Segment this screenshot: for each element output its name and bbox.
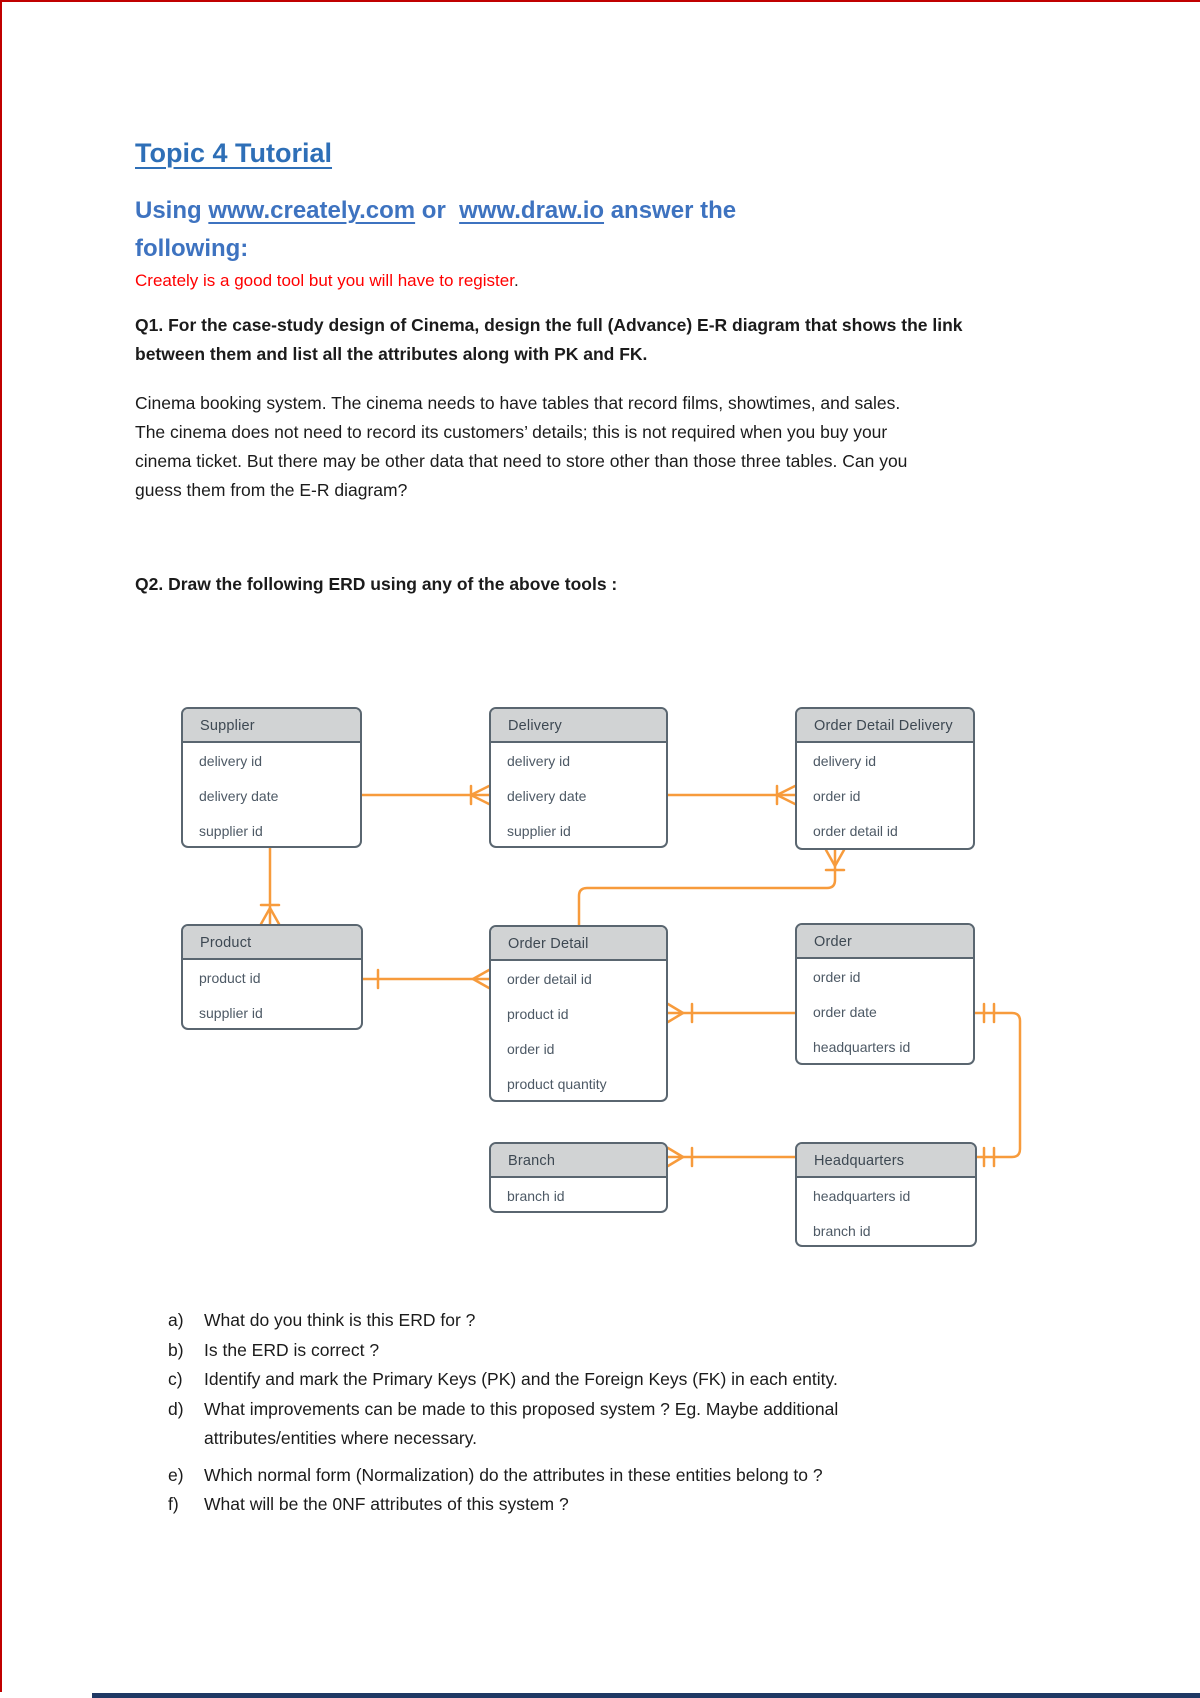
erd-entity-branch: Branch branch id (489, 1142, 668, 1213)
question-list: a) What do you think is this ERD for ? b… (168, 1306, 964, 1520)
page-top-edge-line (0, 0, 1200, 2)
entity-attribute: order id (813, 788, 861, 804)
entity-attribute: delivery id (813, 753, 877, 769)
question-text: What improvements can be made to this pr… (204, 1395, 964, 1454)
heading-text-line2: following: (135, 235, 249, 262)
instructions-heading: Using www.creately.com or www.draw.io an… (135, 192, 955, 268)
question-label: e) (168, 1464, 184, 1485)
drawio-link[interactable]: www.draw.io (459, 197, 605, 224)
question-text: Which normal form (Normalization) do the… (204, 1464, 823, 1485)
question-item-c: c) Identify and mark the Primary Keys (P… (168, 1365, 964, 1395)
entity-attribute: delivery id (199, 753, 263, 769)
page-left-edge-line (0, 0, 2, 1692)
entity-header: Order Detail Delivery (797, 709, 973, 743)
entity-attribute: branch id (813, 1223, 871, 1239)
heading-text: answer the (604, 197, 737, 224)
entity-header: Headquarters (797, 1144, 975, 1178)
entity-header: Branch (491, 1144, 666, 1178)
question-text: What will be the 0NF attributes of this … (204, 1494, 569, 1514)
entity-attribute: delivery date (199, 788, 279, 804)
question-d-line2: attributes/entities where necessary. (204, 1428, 478, 1448)
erd-entity-order-detail: Order Detail order detail id product id … (489, 925, 668, 1102)
entity-attribute: delivery date (507, 788, 587, 804)
question-1: Q1. For the case-study design of Cinema,… (135, 311, 1095, 369)
connector-product-orderdetail (361, 968, 491, 990)
connector-order-headquarters (973, 1002, 1022, 1168)
question-d-line1: What improvements can be made to this pr… (204, 1398, 839, 1419)
connector-supplier-product (259, 846, 281, 926)
entity-attribute: product id (507, 1006, 569, 1022)
question-item-a: a) What do you think is this ERD for ? (168, 1306, 964, 1336)
entity-attribute: product id (199, 970, 261, 986)
paragraph-line: The cinema does not need to record its c… (135, 422, 888, 442)
entity-header: Order (797, 925, 973, 959)
entity-attribute: order detail id (813, 823, 898, 839)
entity-attribute: supplier id (199, 823, 263, 839)
entity-attribute: supplier id (507, 823, 571, 839)
entity-attribute: order date (813, 1004, 877, 1020)
question-item-d: d) What improvements can be made to this… (168, 1395, 964, 1454)
question-text: What do you think is this ERD for ? (204, 1310, 476, 1330)
erd-entity-delivery: Delivery delivery id delivery date suppl… (489, 707, 668, 848)
question-item-e: e) Which normal form (Normalization) do … (168, 1461, 964, 1491)
entity-header: Delivery (491, 709, 666, 743)
erd-entity-order: Order order id order date headquarters i… (795, 923, 975, 1065)
entity-attribute: delivery id (507, 753, 571, 769)
entity-attribute: order detail id (507, 971, 592, 987)
creately-link[interactable]: www.creately.com (208, 197, 416, 224)
heading-text: or (415, 197, 453, 224)
entity-attribute: product quantity (507, 1076, 607, 1092)
entity-attribute: headquarters id (813, 1188, 911, 1204)
entity-attribute: supplier id (199, 1005, 263, 1021)
entity-attribute: branch id (507, 1188, 565, 1204)
connector-delivery-orderdetaildelivery (666, 784, 797, 806)
erd-entity-product: Product product id supplier id (181, 924, 363, 1030)
question-label: b) (168, 1339, 184, 1360)
page-title: Topic 4 Tutorial (135, 138, 333, 168)
erd-entity-supplier: Supplier delivery id delivery date suppl… (181, 707, 362, 848)
note-period: . (513, 271, 519, 290)
entity-attribute: headquarters id (813, 1039, 911, 1055)
question-text: Is the ERD is correct ? (204, 1339, 380, 1360)
question-label: d) (168, 1398, 184, 1419)
entity-attribute: order id (507, 1041, 555, 1057)
connector-branch-headquarters (666, 1146, 797, 1168)
page-bottom-edge-line (92, 1693, 1200, 1698)
cinema-paragraph: Cinema booking system. The cinema needs … (135, 389, 1105, 505)
entity-attribute: order id (813, 969, 861, 985)
register-note: Creately is a good tool but you will hav… (135, 271, 519, 290)
question-text: Identify and mark the Primary Keys (PK) … (204, 1369, 838, 1389)
connector-orderdetail-order (666, 1002, 797, 1024)
question-item-b: b) Is the ERD is correct ? (168, 1336, 964, 1366)
q1-line1: Q1. For the case-study design of Cinema,… (135, 315, 963, 335)
erd-entity-headquarters: Headquarters headquarters id branch id (795, 1142, 977, 1247)
q1-line2: between them and list all the attributes… (135, 344, 648, 364)
connector-orderdetaildelivery-orderdetail (577, 848, 846, 927)
entity-header: Order Detail (491, 927, 666, 961)
paragraph-line: cinema ticket. But there may be other da… (135, 451, 908, 471)
erd-entity-order-detail-delivery: Order Detail Delivery delivery id order … (795, 707, 975, 850)
question-label: f) (168, 1494, 179, 1514)
entity-header: Supplier (183, 709, 360, 743)
paragraph-line: guess them from the E-R diagram? (135, 480, 408, 500)
entity-header: Product (183, 926, 361, 960)
question-label: a) (168, 1310, 184, 1330)
question-item-f: f) What will be the 0NF attributes of th… (168, 1490, 964, 1520)
paragraph-line: Cinema booking system. The cinema needs … (135, 393, 901, 413)
question-2: Q2. Draw the following ERD using any of … (135, 574, 618, 594)
connector-supplier-delivery (360, 784, 491, 806)
question-label: c) (168, 1369, 183, 1389)
heading-text: Using (135, 197, 209, 224)
